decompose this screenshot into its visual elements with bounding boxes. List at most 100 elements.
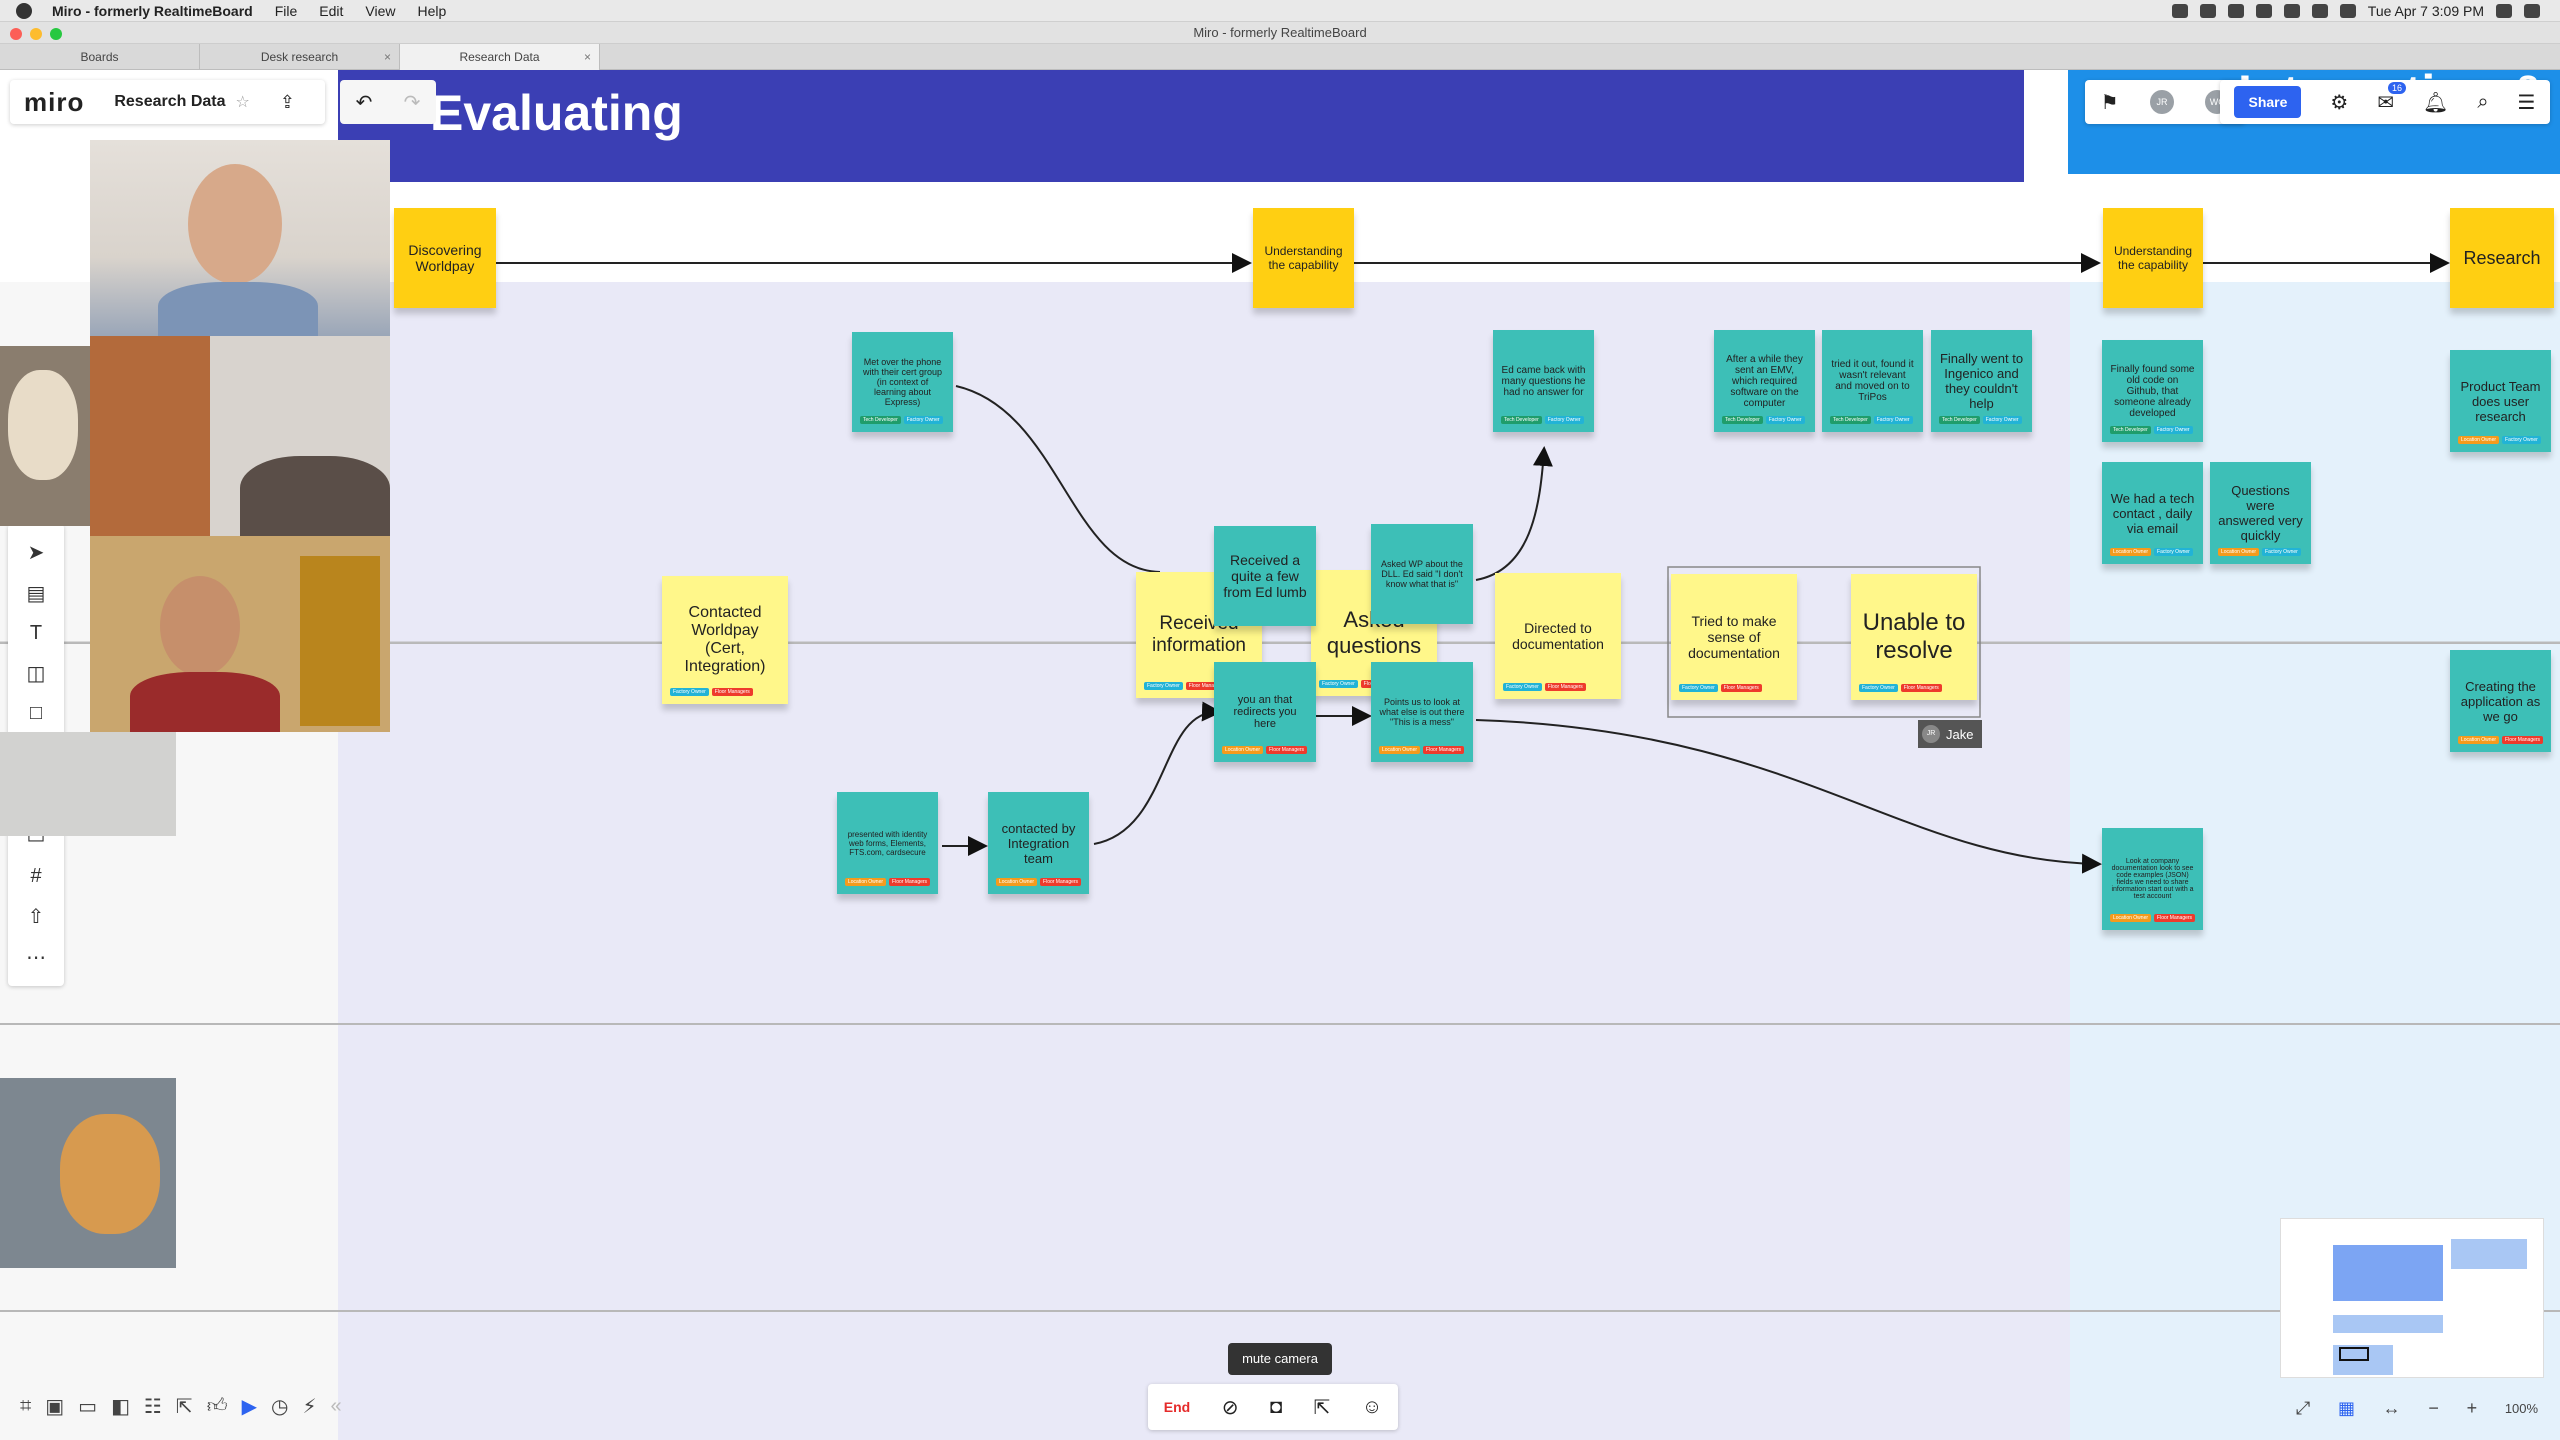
sticky-note[interactable]: After a while they sent an EMV, which re… [1714, 330, 1815, 432]
tab-research-data[interactable]: Research Data× [400, 44, 600, 70]
board-name[interactable]: Research Data [114, 93, 226, 110]
cards-icon[interactable]: ☷ [143, 1395, 162, 1418]
sticky-note[interactable]: Finally found some old code on Github, t… [2102, 340, 2203, 442]
popout-icon[interactable]: ⇱ [1313, 1396, 1331, 1419]
tab-boards[interactable]: Boards [0, 44, 200, 70]
menu-view[interactable]: View [365, 2, 396, 19]
connector-line[interactable] [1093, 701, 1222, 845]
close-tab-icon[interactable]: × [383, 50, 391, 64]
close-tab-icon[interactable]: × [583, 50, 591, 64]
redo-icon[interactable]: ↷ [403, 91, 421, 114]
sticky-note[interactable]: presented with identity web forms, Eleme… [837, 792, 938, 894]
end-call-button[interactable]: End [1163, 1399, 1191, 1415]
follow-icon[interactable]: ⚑ [2100, 91, 2119, 114]
shape-tool-icon[interactable]: □ [29, 702, 43, 725]
menu-help[interactable]: Help [417, 2, 447, 19]
selection-frame[interactable] [1667, 566, 1981, 718]
sticky-note[interactable]: Asked WP about the DLL. Ed said "I don't… [1371, 524, 1473, 624]
miro-logo[interactable]: miro [24, 86, 85, 117]
timer-icon[interactable]: ◷ [270, 1395, 289, 1418]
frame-tool-icon[interactable]: # [30, 864, 42, 887]
connector-line[interactable] [1475, 719, 2102, 874]
sticky-stage[interactable]: Understanding the capability [2103, 208, 2203, 308]
clock[interactable]: Tue Apr 7 3:09 PM [2367, 2, 2484, 19]
zoom-out-icon[interactable]: − [2428, 1397, 2439, 1418]
chat-icon[interactable]: ◧ [111, 1395, 130, 1418]
video-tile-dog-2[interactable] [0, 1078, 176, 1268]
battery-icon[interactable] [2339, 3, 2356, 18]
sticky-note-tool-icon[interactable]: ◫ [26, 663, 46, 686]
app-menu[interactable]: Miro - formerly RealtimeBoard [52, 2, 253, 19]
sticky-note[interactable]: Met over the phone with their cert group… [852, 332, 953, 432]
sticky-stage[interactable]: Understanding the capability [1253, 208, 1354, 308]
comments-icon[interactable]: ▭ [78, 1395, 98, 1418]
presentation-icon[interactable]: ▣ [45, 1395, 65, 1418]
more-tools-icon[interactable]: ⋯ [26, 946, 46, 969]
camera-icon[interactable]: ◘ [1269, 1395, 1283, 1418]
search-icon[interactable]: ⌕ [2477, 90, 2489, 113]
apple-icon[interactable] [16, 2, 32, 19]
sticky-note[interactable]: Look at company documentation look to se… [2102, 828, 2203, 930]
cloud-icon[interactable] [2199, 3, 2216, 18]
connector-line[interactable] [955, 385, 1161, 573]
skype-icon[interactable] [2255, 3, 2272, 18]
board-menu-icon[interactable]: ☰ [2517, 91, 2536, 114]
participants-icon[interactable]: ☺ [1361, 1395, 1383, 1418]
sticky-note[interactable]: Contacted Worldpay (Cert, Integration)Fa… [662, 576, 788, 704]
video-tile-participant-3[interactable] [90, 536, 390, 732]
fit-width-icon[interactable]: ↔ [2382, 1397, 2401, 1418]
upload-icon[interactable]: ⇧ [27, 905, 45, 928]
avatar[interactable]: JR [2149, 90, 2174, 114]
menu-file[interactable]: File [274, 2, 298, 19]
close-window-button[interactable] [10, 28, 22, 40]
zoom-level[interactable]: 100% [2504, 1400, 2539, 1416]
tab-desk-research[interactable]: Desk research× [200, 44, 400, 70]
templates-icon[interactable]: ▤ [26, 583, 46, 606]
minimap[interactable] [2280, 1218, 2544, 1378]
menu-list-icon[interactable] [2524, 3, 2540, 18]
zoom-window-button[interactable] [50, 28, 62, 40]
lightning-icon[interactable]: ⚡︎ [302, 1395, 317, 1418]
sticky-note[interactable]: Ed came back with many questions he had … [1493, 330, 1594, 432]
volume-icon[interactable] [2311, 3, 2328, 18]
zoom-in-icon[interactable]: + [2466, 1397, 2478, 1418]
connector-line[interactable] [1475, 446, 1553, 581]
frames-icon[interactable]: ⌗ [20, 1394, 32, 1417]
menu-edit[interactable]: Edit [319, 2, 344, 19]
sticky-stage[interactable]: Research [2450, 208, 2554, 308]
settings-sliders-icon[interactable]: ⚙ [2330, 91, 2349, 114]
sticky-stage[interactable]: Discovering Worldpay [394, 208, 496, 308]
search-icon[interactable] [2496, 3, 2512, 18]
map-icon[interactable]: ▦ [2337, 1397, 2355, 1418]
fullscreen-icon[interactable]: ⤢ [2295, 1397, 2311, 1418]
minimize-window-button[interactable] [30, 28, 42, 40]
sticky-note[interactable]: Points us to look at what else is out th… [1371, 662, 1473, 762]
info-icon[interactable] [2227, 3, 2244, 18]
collapse-icon[interactable]: « [330, 1394, 342, 1417]
video-tile-participant-1[interactable] [90, 140, 390, 336]
bell-icon[interactable]: 🔔︎ [2423, 91, 2449, 114]
select-tool-icon[interactable]: ➤ [27, 542, 45, 565]
sticky-note[interactable]: Finally went to Ingenico and they couldn… [1931, 330, 2032, 432]
sticky-note[interactable]: tried it out, found it wasn't relevant a… [1822, 330, 1923, 432]
video-chat-icon[interactable]: ▶ [241, 1395, 257, 1418]
activity-icon[interactable]: ✉16 [2377, 81, 2407, 115]
screen-share-icon[interactable]: ⇱ [175, 1395, 193, 1418]
dropbox-icon[interactable] [2171, 3, 2188, 18]
star-icon[interactable]: ☆ [235, 94, 250, 111]
video-tile-partial[interactable] [0, 732, 176, 836]
undo-icon[interactable]: ↶ [355, 91, 373, 114]
text-tool-icon[interactable]: T [29, 622, 43, 645]
section-banner-evaluating[interactable]: Evaluating [338, 70, 2024, 182]
wifi-icon[interactable] [2283, 3, 2300, 18]
mute-mic-icon[interactable]: ⊘ [1221, 1396, 1239, 1419]
video-tile-participant-2[interactable] [90, 336, 390, 536]
